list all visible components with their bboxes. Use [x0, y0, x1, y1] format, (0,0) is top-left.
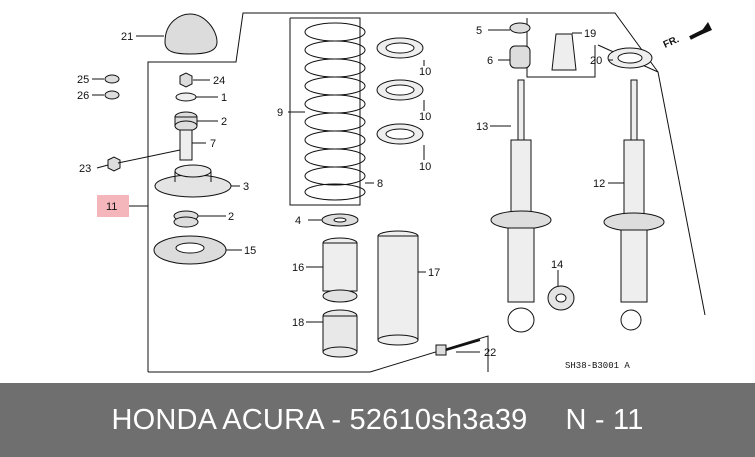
callout-13: 13: [476, 121, 488, 133]
callout-11: 11: [106, 201, 117, 213]
front-direction-icon: [689, 22, 712, 40]
drawing-code: SH38-B3001 A: [565, 361, 630, 371]
callout-22: 22: [484, 347, 496, 359]
parts-diagram: FR. 21 25 26 24 1 2 7 23 3 11 2 15 9 8 1…: [77, 12, 712, 373]
callout-10-bottom: 10: [419, 161, 431, 173]
callout-14: 14: [551, 259, 563, 271]
footer-banner: HONDA ACURA - 52610sh3a39 N - 11: [0, 383, 755, 457]
callout-25: 25: [77, 74, 89, 86]
callout-12: 12: [593, 178, 605, 190]
callout-16: 16: [292, 262, 304, 274]
callout-6: 6: [487, 55, 493, 67]
callout-3: 3: [243, 181, 249, 193]
callout-5: 5: [476, 25, 482, 37]
callout-4: 4: [295, 215, 301, 227]
exploded-view-svg: FR. 21 25 26 24 1 2 7 23 3 11 2 15 9 8 1…: [77, 12, 712, 373]
callout-11-highlight: [97, 195, 129, 217]
callout-17: 17: [428, 267, 440, 279]
callout-10-top: 10: [419, 66, 431, 78]
callout-24: 24: [213, 75, 225, 87]
callout-9: 9: [277, 107, 283, 119]
callout-2-upper: 2: [221, 116, 227, 128]
callout-18: 18: [292, 317, 304, 329]
callout-20: 20: [590, 55, 602, 67]
callout-15: 15: [244, 245, 256, 257]
callout-7: 7: [210, 138, 216, 150]
callout-10-middle: 10: [419, 111, 431, 123]
callout-19: 19: [584, 28, 596, 40]
callout-1: 1: [221, 92, 227, 104]
callout-21: 21: [121, 31, 133, 43]
callout-23: 23: [79, 163, 91, 175]
callout-26: 26: [77, 90, 89, 102]
part-number-text: HONDA ACURA - 52610sh3a39: [111, 403, 528, 436]
reference-number-text: N - 11: [565, 403, 644, 436]
callout-8: 8: [377, 178, 383, 190]
front-label: FR.: [662, 34, 681, 51]
callout-2-lower: 2: [228, 211, 234, 223]
